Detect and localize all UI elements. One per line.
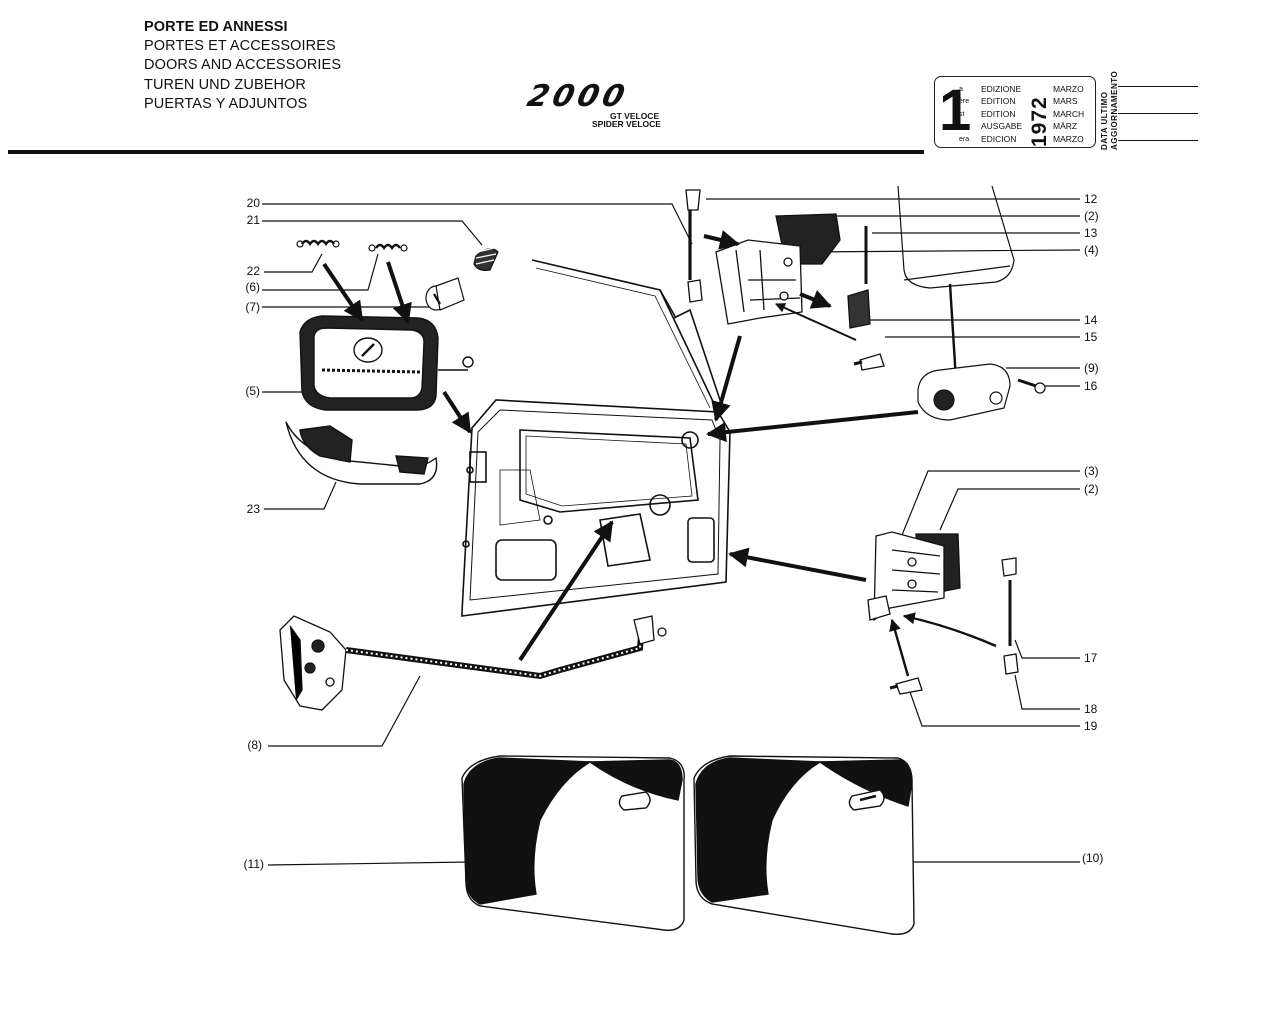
callout-3: (3) [1084,464,1099,478]
callout-12: 12 [1084,192,1098,206]
leader-6 [262,253,379,291]
leader-4 [799,249,1081,253]
callout-18: 18 [1084,702,1098,716]
hinge-pin [889,557,1019,695]
edition-number: 1 [939,78,972,143]
model-logo: 2000 GT VELOCE SPIDER VELOCE [524,79,664,130]
upper-hinge [685,189,885,371]
header-rule [8,150,924,154]
callout-8: (8) [247,738,262,752]
title-spanish: PUERTAS Y ADJUNTOS [144,95,308,112]
callout-21: 21 [246,213,260,227]
callout-13: 13 [1084,226,1098,240]
callout-11: (11) [243,857,264,871]
edition-word: EDICION [981,133,1017,144]
handle-cover [285,421,438,485]
leader-17 [1014,639,1080,659]
door-panels [461,755,915,935]
suffix: st [959,110,965,118]
callout-6: (6) [245,280,260,294]
door-handle [299,315,474,411]
callout-22: 22 [246,264,260,278]
edition-word: EDITION [981,108,1016,119]
edition-box: 1 a ère st . era EDIZIONE EDITION EDITIO… [934,76,1096,148]
callout-23: 23 [246,502,260,516]
leader-21 [262,220,483,246]
logo-line-spider-veloce: SPIDER VELOCE [592,119,661,129]
suffix: . [959,123,961,131]
update-line [1118,86,1198,87]
vent-assembly [897,185,1046,421]
edition-words: EDIZIONE EDITION EDITION AUSGABE EDICION [981,83,1022,145]
update-line [1118,140,1198,141]
callout-14: 14 [1084,313,1098,327]
assembly-arrows [322,230,997,677]
leader-3 [899,470,1080,541]
callout-16: 16 [1084,379,1098,393]
edition-word: AUSGABE [981,121,1023,132]
title-block: PORTE ED ANNESSI PORTES ET ACCESSOIRES D… [144,18,341,114]
edition-month: MÄRZ [1053,121,1078,132]
edition-month: MARZO [1053,133,1084,144]
callout-17: 17 [1084,651,1098,665]
callout-9: (9) [1084,361,1099,375]
callout-7: (7) [245,300,260,314]
logo-line-gt-veloce: GT VELOCE [610,111,660,121]
suffix: ère [959,98,970,106]
edition-month: MARCH [1053,108,1085,119]
callout-15: 15 [1084,330,1098,344]
lock-cylinder [425,277,465,311]
callout-2-lower: (2) [1084,482,1099,496]
edition-suffixes: a ère st . era [959,84,969,146]
leader-8 [268,675,421,747]
leader-18 [1014,674,1080,710]
title-french: PORTES ET ACCESSOIRES [144,38,336,55]
door-frame [461,259,731,617]
springs [296,239,499,271]
callout-10: (10) [1082,851,1104,865]
leader-22 [264,253,323,273]
callout-4: (4) [1084,243,1099,257]
title-english: DOORS AND ACCESSORIES [144,57,342,74]
callout-19: 19 [1084,719,1098,733]
leader-2b [939,488,1080,531]
leader-20 [262,203,693,245]
callout-2-upper: (2) [1084,209,1099,223]
callout-5: (5) [245,384,260,398]
lower-hinge [867,531,961,622]
title-italian: PORTE ED ANNESSI [144,19,288,35]
edition-month: MARZO [1053,84,1084,94]
leader-19 [909,691,1080,727]
leader-11 [267,861,471,866]
edition-word: EDITION [981,96,1016,107]
title-german: TUREN UND ZUBEHOR [144,76,307,93]
edition-months: MARZO MARS MARCH MÄRZ MARZO [1053,83,1084,145]
suffix: era [959,135,970,143]
edition-month: MARS [1053,96,1078,107]
update-line [1118,113,1198,114]
callout-20: 20 [246,196,260,210]
leader-23 [264,481,337,510]
suffix: a [959,86,963,93]
edition-word: EDIZIONE [981,84,1022,94]
door-lock-rod [279,615,667,711]
